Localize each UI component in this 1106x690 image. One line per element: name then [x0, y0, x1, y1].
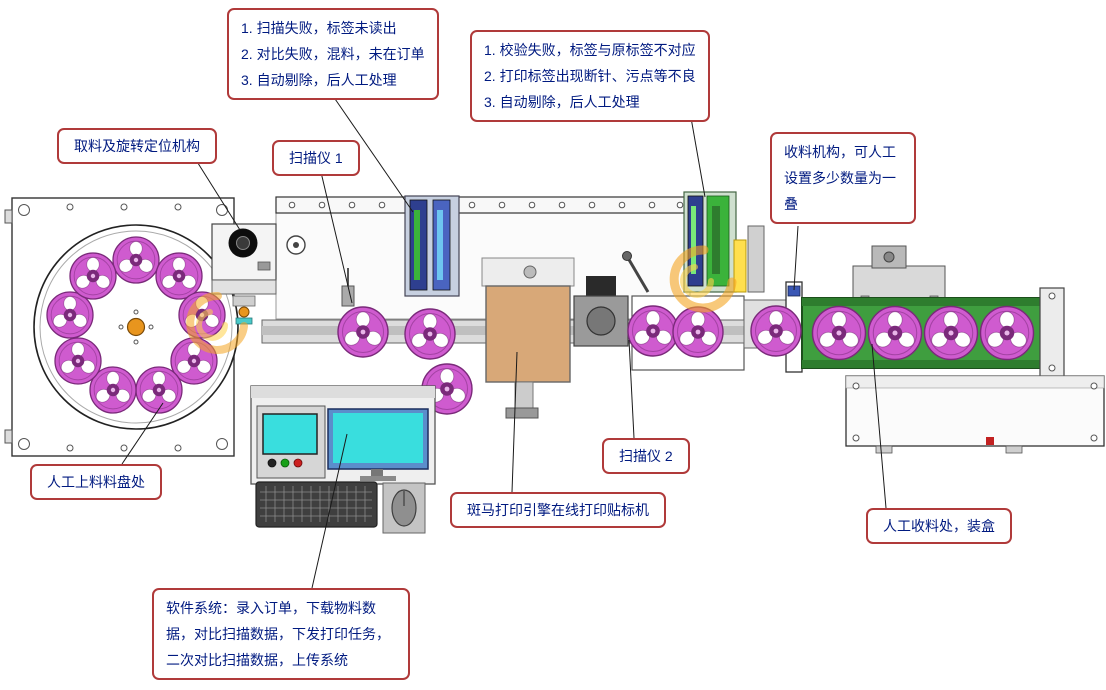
- output-conveyor: [801, 287, 1065, 379]
- stacker-mechanism: [852, 245, 946, 303]
- leader-zebra: [511, 351, 518, 493]
- callout-line: 1. 扫描失败，标签未读出: [241, 20, 397, 36]
- leader-manual-collect: [871, 343, 887, 509]
- scanner-1: [404, 195, 460, 297]
- printer-engine-box: [485, 285, 571, 383]
- callout-collect-mechanism: 收料机构，可人工设置多少数量为一叠: [770, 132, 916, 224]
- leader-verify-fail: [689, 111, 706, 198]
- callout-verify-fail: 1. 校验失败，标签与原标签不对应 2. 打印标签出现断针、污点等不良 3. 自…: [470, 30, 710, 122]
- printer-head: [586, 276, 616, 296]
- leader-manual-feed: [121, 402, 164, 465]
- callout-line: 1. 校验失败，标签与原标签不对应: [484, 42, 696, 58]
- callout-pick-rotate: 取料及旋转定位机构: [57, 128, 217, 164]
- leader-collect-mech: [793, 225, 799, 291]
- monitor-screen: [333, 413, 423, 463]
- callout-scanner1: 扫描仪 1: [272, 140, 360, 176]
- callout-line: 3. 自动剔除，后人工处理: [484, 94, 640, 110]
- callout-line: 2. 对比失败，混料，未在订单: [241, 46, 425, 62]
- label-printer: [481, 251, 650, 419]
- callout-line: 3. 自动剔除，后人工处理: [241, 72, 397, 88]
- leader-lines: [121, 95, 887, 589]
- keyboard: [255, 481, 378, 528]
- hmi-screen: [262, 413, 318, 455]
- panel-button-red: [293, 458, 303, 468]
- top-rail-screws: [288, 201, 684, 209]
- leader-pick-rotate: [195, 159, 241, 231]
- emergency-stop: [986, 437, 994, 445]
- callout-scan-fail: 1. 扫描失败，标签未读出 2. 对比失败，混料，未在订单 3. 自动剔除，后人…: [227, 8, 439, 100]
- turntable-hub: [126, 317, 146, 337]
- scanner-2: [683, 191, 737, 293]
- callout-software: 软件系统：录入订单，下载物料数据，对比扫描数据，下发打印任务，二次对比扫描数据，…: [152, 588, 410, 680]
- leader-software: [311, 433, 348, 589]
- callout-zebra-printer: 斑马打印引擎在线打印贴标机: [450, 492, 666, 528]
- rotary-turntable: [33, 224, 239, 430]
- callout-manual-feed: 人工上料料盘处: [30, 464, 162, 500]
- panel-button-green: [280, 458, 290, 468]
- mouse: [382, 482, 426, 534]
- top-rail: [275, 196, 691, 214]
- panel-button-black: [267, 458, 277, 468]
- callout-line: 2. 打印标签出现断针、污点等不良: [484, 68, 696, 84]
- output-tray: [845, 375, 1105, 454]
- callout-manual-collect: 人工收料处，装盒: [866, 508, 1012, 544]
- leader-scan-fail: [332, 95, 414, 213]
- control-station: [250, 385, 436, 485]
- leader-scanner1: [319, 167, 353, 304]
- leader-scanner2: [628, 339, 635, 439]
- pick-rotate-mechanism: [211, 223, 306, 325]
- watermark-logo: [669, 245, 737, 313]
- watermark-logo: [186, 291, 248, 354]
- callout-scanner2: 扫描仪 2: [602, 438, 690, 474]
